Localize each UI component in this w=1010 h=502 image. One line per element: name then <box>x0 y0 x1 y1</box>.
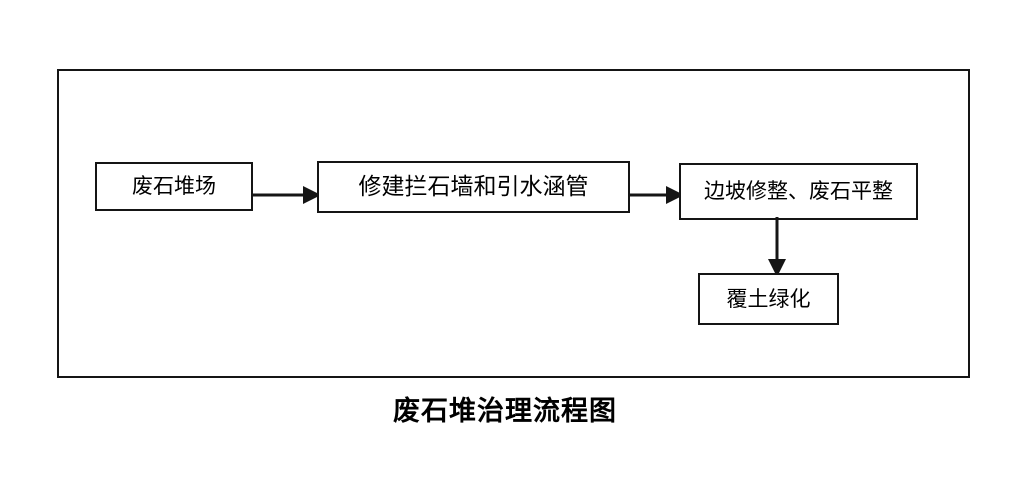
process-node-waste-rock-dump: 废石堆场 <box>95 162 253 211</box>
flowchart-outer-frame: 废石堆场 修建拦石墙和引水涵管 边坡修整、废石平整 覆土绿化 <box>57 69 970 378</box>
process-node-build-wall-culvert: 修建拦石墙和引水涵管 <box>317 161 630 213</box>
process-node-soil-greening: 覆土绿化 <box>698 273 839 325</box>
process-node-label: 覆土绿化 <box>726 286 811 311</box>
arrow-dump-to-wall <box>251 186 321 204</box>
process-node-label: 修建拦石墙和引水涵管 <box>358 173 589 200</box>
process-node-label: 废石堆场 <box>132 174 216 198</box>
process-node-slope-leveling: 边坡修整、废石平整 <box>679 163 918 220</box>
arrow-slope-to-greening <box>768 217 786 277</box>
process-node-label: 边坡修整、废石平整 <box>704 179 893 203</box>
diagram-caption: 废石堆治理流程图 <box>393 396 617 427</box>
arrow-wall-to-slope <box>628 186 684 204</box>
